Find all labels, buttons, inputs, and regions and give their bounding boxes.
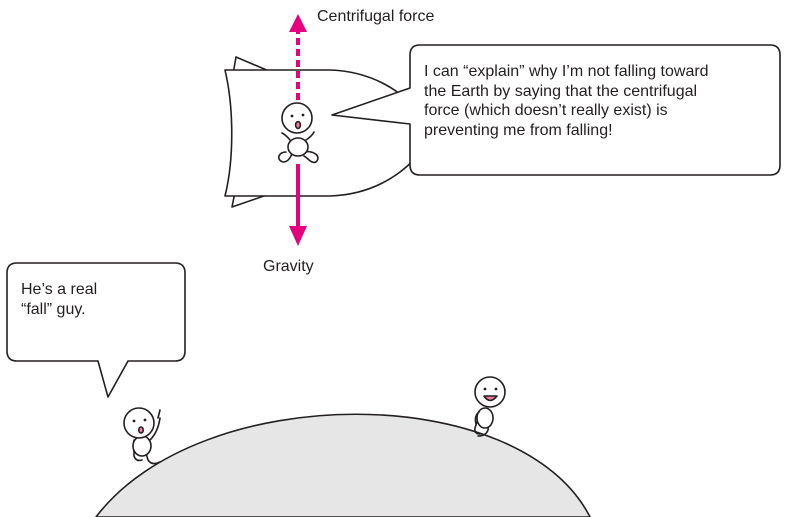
earth (94, 413, 591, 517)
spaceship (224, 56, 437, 208)
observer-bubble-line: He’s a real (21, 281, 98, 298)
astronaut-bubble-line: force (which doesn’t really exist) is (424, 102, 668, 119)
gravity-arrow (289, 164, 307, 246)
astronaut-bubble-text: I can “explain” why I’m not falling towa… (424, 62, 709, 140)
observer-speech-bubble (6, 262, 186, 398)
centrifugal-force-label: Centrifugal force (317, 8, 435, 25)
observer-figure-left (123, 407, 161, 465)
observer-figure-right (474, 376, 506, 437)
astronaut-bubble-line: preventing me from falling! (424, 121, 613, 139)
observer-left-head (123, 407, 155, 439)
gravity-label: Gravity (263, 258, 314, 275)
astronaut-head (281, 102, 313, 134)
astronaut-bubble-line: the Earth by saying that the centrifugal (424, 82, 698, 100)
astronaut-speech-bubble (331, 44, 781, 176)
astronaut-figure (277, 102, 319, 164)
spaceship-body (224, 69, 437, 197)
observer-bubble-text: He’s a real “fall” guy. (21, 280, 97, 319)
observer-right-smile (483, 395, 498, 402)
centrifugal-force-arrow (289, 14, 307, 100)
observer-bubble-line: “fall” guy. (21, 300, 86, 318)
observer-right-head (474, 376, 506, 408)
astronaut-bubble-line: I can “explain” why I’m not falling towa… (424, 63, 709, 80)
